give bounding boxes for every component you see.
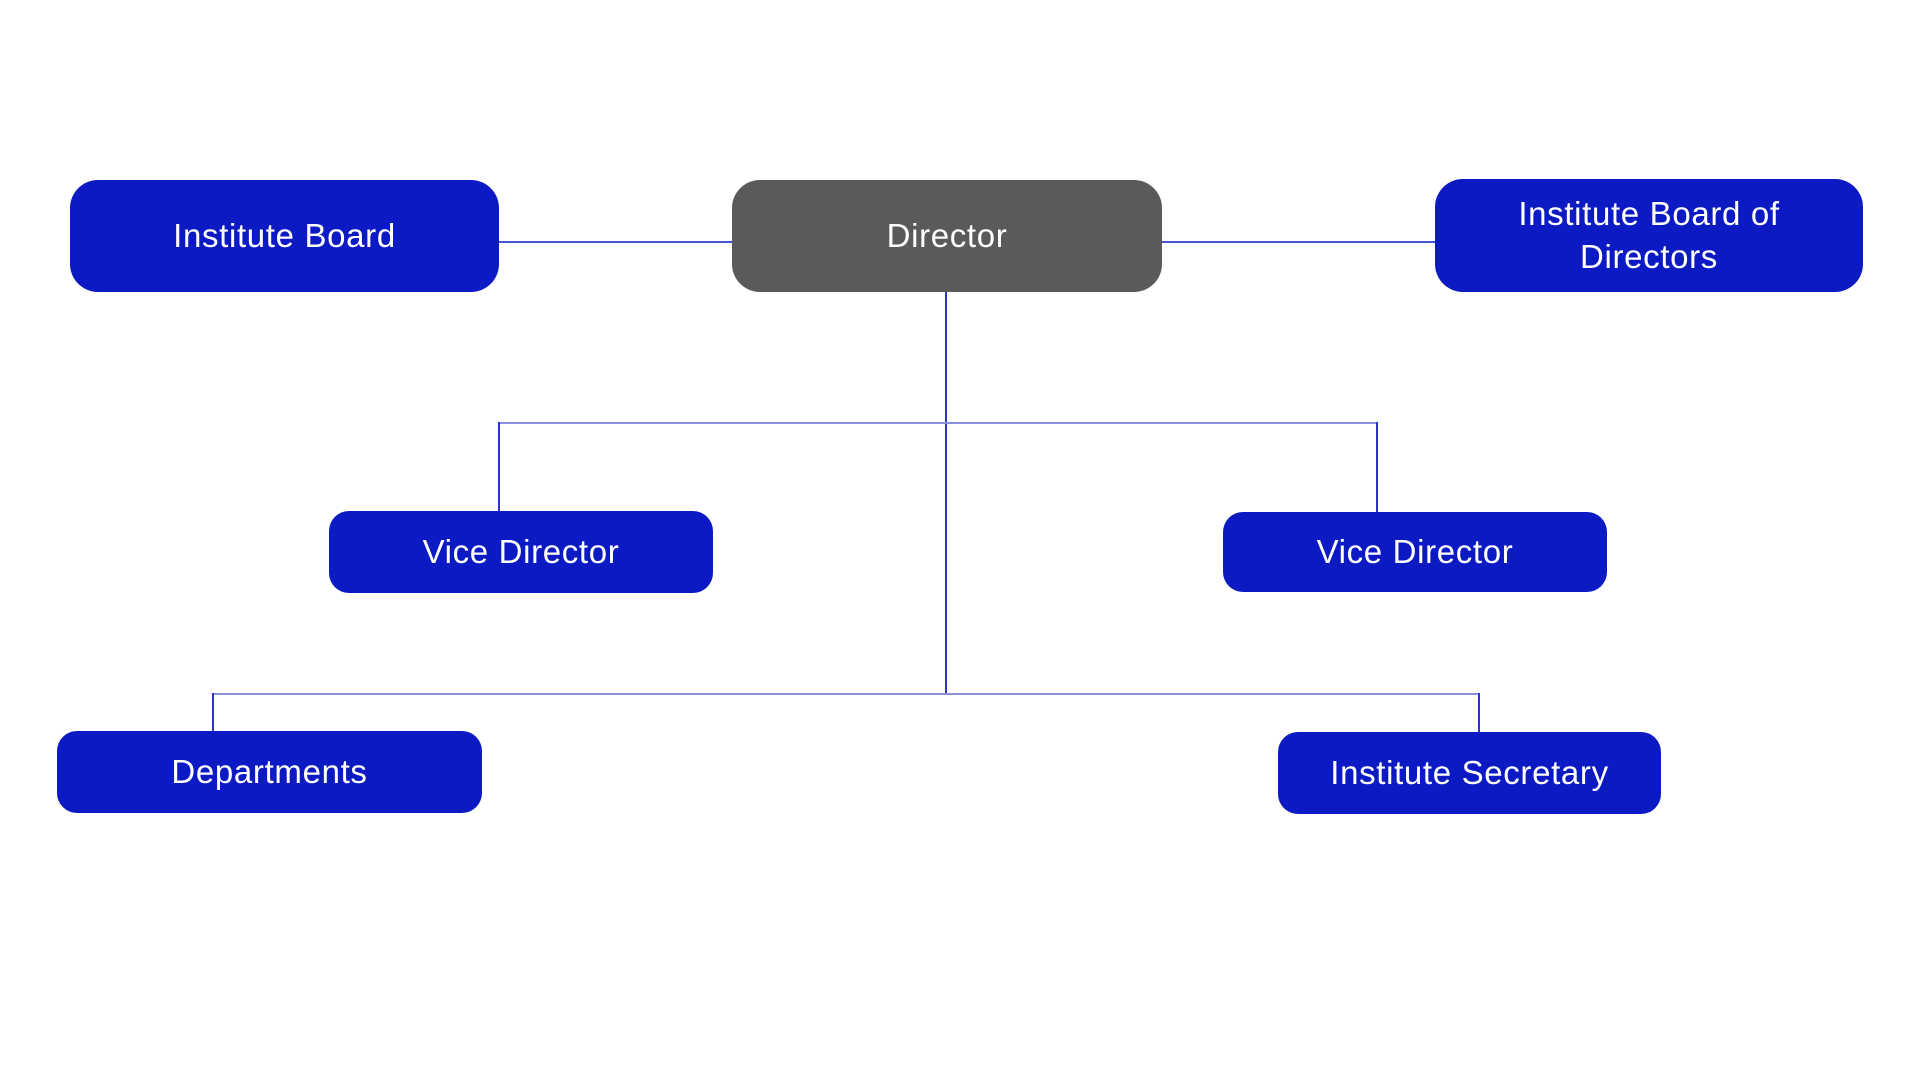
node-vice-director-right-label: Vice Director: [1316, 532, 1514, 570]
node-institute-board-of-directors-label: Institute Board of Directors: [1518, 194, 1780, 275]
connector-director-board-of-directors: [1162, 241, 1435, 243]
node-vice-director-right[interactable]: Vice Director: [1223, 512, 1607, 592]
connector-bottom-rail: [213, 693, 1480, 695]
connector-drop-vice-director-right: [1376, 422, 1378, 512]
connector-director-stem: [945, 292, 947, 695]
connector-vice-directors-rail: [499, 422, 1378, 424]
node-vice-director-left[interactable]: Vice Director: [329, 511, 713, 593]
node-director-label: Director: [886, 216, 1008, 254]
connector-drop-vice-director-left: [498, 422, 500, 511]
node-institute-board-label: Institute Board: [173, 216, 396, 254]
node-departments[interactable]: Departments: [57, 731, 482, 813]
connector-institute-board-director: [499, 241, 732, 243]
node-institute-secretary-label: Institute Secretary: [1330, 753, 1609, 791]
connector-drop-departments: [212, 693, 214, 731]
node-departments-label: Departments: [171, 752, 368, 790]
connector-drop-institute-secretary: [1478, 693, 1480, 732]
node-institute-board-of-directors[interactable]: Institute Board of Directors: [1435, 179, 1863, 292]
node-institute-secretary[interactable]: Institute Secretary: [1278, 732, 1661, 814]
node-vice-director-left-label: Vice Director: [422, 532, 620, 570]
node-director[interactable]: Director: [732, 180, 1162, 292]
node-institute-board[interactable]: Institute Board: [70, 180, 499, 292]
